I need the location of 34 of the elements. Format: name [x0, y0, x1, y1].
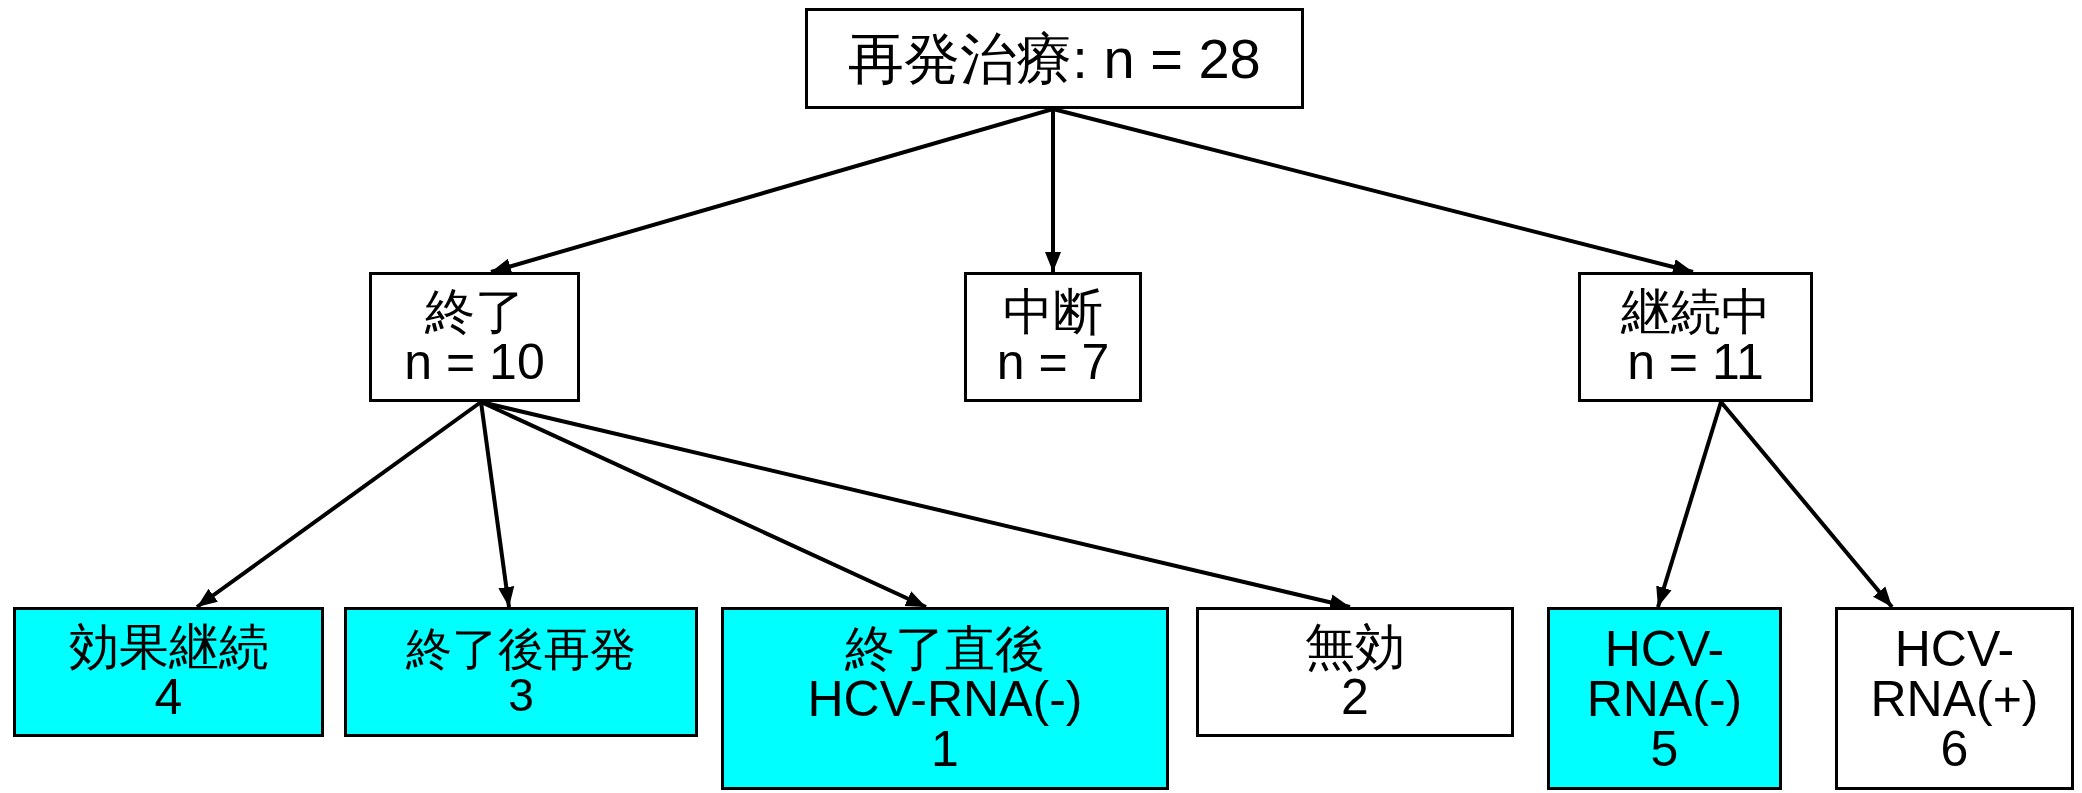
process-box — [721, 607, 1169, 790]
process-box — [1578, 272, 1813, 402]
arrow — [1656, 401, 1723, 608]
count-text: 4 — [154, 672, 183, 722]
node-label: HCV-RNA(+) — [1869, 623, 2040, 724]
process-box — [1547, 607, 1782, 790]
node-label: 無効 — [1305, 622, 1405, 672]
node-label: 終了直後 — [845, 623, 1045, 674]
process-box — [1835, 607, 2074, 790]
count-text: n = 11 — [1627, 337, 1764, 387]
node-label: HCV-RNA(-) — [1585, 623, 1744, 724]
node-label: 中断 — [1003, 287, 1103, 337]
arrow — [1045, 109, 1061, 272]
process-box — [1196, 607, 1514, 737]
node-label: 終了後再発 — [406, 626, 636, 672]
arrow — [1719, 400, 1894, 609]
process-box — [964, 272, 1142, 402]
count-text: 5 — [1650, 723, 1679, 774]
process-box — [369, 272, 580, 402]
node-label: 終了 — [424, 287, 525, 337]
process-box — [344, 607, 698, 737]
count-text: n = 7 — [996, 337, 1110, 387]
count-text: 1 — [931, 723, 959, 774]
count-text: 6 — [1940, 723, 1969, 774]
count-text: 3 — [508, 672, 534, 718]
node-label: 効果継続 — [68, 622, 269, 672]
node-label: HCV-RNA(-) — [807, 673, 1083, 724]
arrow — [479, 401, 515, 608]
process-box — [13, 607, 324, 737]
node-label: 継続中 — [1620, 287, 1771, 337]
process-box — [805, 8, 1304, 109]
count-text: n = 10 — [404, 337, 545, 387]
node-label: 再発治療: n = 28 — [848, 30, 1261, 87]
count-text: 2 — [1341, 672, 1369, 722]
